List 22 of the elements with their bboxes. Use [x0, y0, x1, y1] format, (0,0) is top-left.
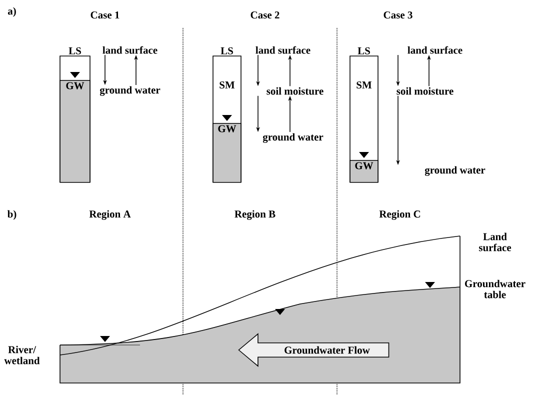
store-label: land surface — [408, 46, 462, 54]
groundwater-layer: GW — [350, 160, 378, 183]
store-label: land surface — [256, 46, 310, 54]
panel-letter: a) — [8, 7, 16, 17]
node-label: LS — [220, 47, 233, 54]
node-label: LS — [68, 47, 81, 54]
feature-label: Groundwater table — [465, 280, 526, 298]
store-label: land surface — [102, 46, 158, 54]
node-label: LS — [358, 47, 370, 54]
store-label: soil moisture — [266, 87, 324, 95]
store-label: ground water — [100, 86, 160, 96]
groundwater-layer: GW — [60, 80, 90, 183]
store-label: ground water — [262, 133, 324, 143]
case-title: Case 1 — [90, 11, 120, 19]
feature-label: Land surface — [479, 232, 512, 252]
feature-label: River/ wetland — [4, 346, 40, 364]
case-title: Case 3 — [384, 11, 412, 19]
groundwater-layer: GW — [212, 123, 242, 183]
store-label: ground water — [424, 166, 486, 176]
store-label: soil moisture — [396, 87, 454, 95]
case-title: Case 2 — [250, 11, 280, 19]
panel-letter: b) — [7, 210, 16, 220]
